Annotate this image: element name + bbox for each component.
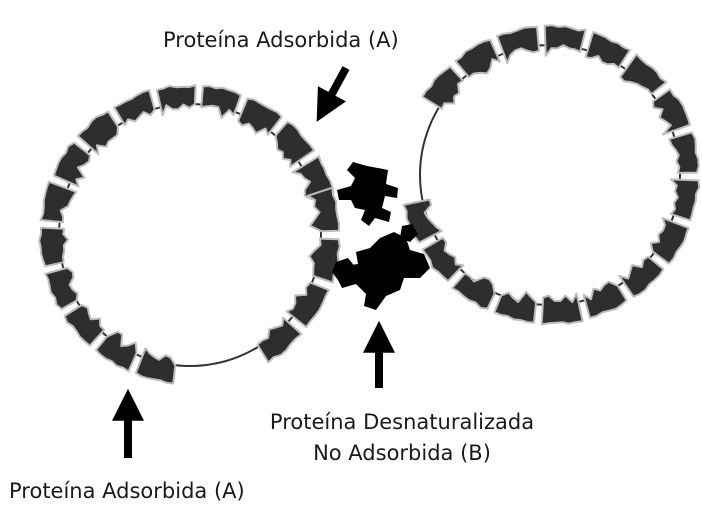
denatured-protein-blob bbox=[337, 162, 398, 226]
adsorbed-protein-blob bbox=[651, 218, 689, 264]
adsorbed-protein-blob bbox=[54, 143, 90, 187]
adsorbed-protein-blob bbox=[96, 332, 137, 372]
adsorbed-protein-blob bbox=[542, 294, 583, 325]
label-adsorbed-bottom: Proteína Adsorbida (A) bbox=[9, 478, 245, 504]
adsorbed-protein-blob bbox=[238, 99, 282, 135]
label-adsorbed-top: Proteína Adsorbida (A) bbox=[163, 27, 399, 53]
adsorbed-protein-blob bbox=[584, 282, 627, 318]
adsorbed-protein-blob bbox=[653, 89, 690, 134]
adsorbed-protein-blob bbox=[423, 238, 464, 281]
adsorbed-protein-blob bbox=[620, 54, 666, 94]
adsorbed-protein-blob bbox=[41, 182, 77, 223]
adsorbed-protein-blob bbox=[78, 112, 118, 155]
adsorbed-protein-blob bbox=[136, 348, 176, 383]
adsorbed-protein-blob bbox=[308, 188, 339, 232]
adsorbed-protein-blob bbox=[671, 179, 699, 220]
adsorbed-protein-blob bbox=[669, 132, 699, 173]
adsorbed-protein-blob bbox=[257, 318, 301, 363]
adsorbed-protein-blob bbox=[452, 273, 494, 309]
adsorbed-protein-blob bbox=[39, 228, 68, 267]
label-denatured-line2: No Adsorbida (B) bbox=[248, 440, 556, 466]
adsorbed-protein-blob bbox=[114, 90, 155, 125]
adsorbed-protein-blob bbox=[619, 257, 663, 297]
adsorbed-protein-blob bbox=[276, 122, 315, 167]
adsorbed-protein-blob bbox=[494, 292, 536, 323]
adsorbed-protein-blob bbox=[497, 27, 539, 63]
denatured-protein-cluster bbox=[332, 162, 430, 310]
adsorbed-protein-blob bbox=[545, 25, 586, 56]
adsorbed-protein-blob bbox=[45, 268, 77, 309]
adsorbed-protein-blob bbox=[586, 32, 630, 68]
label-denatured-line1: Proteína Desnaturalizada bbox=[248, 409, 556, 435]
adsorbed-protein-blob bbox=[65, 305, 105, 346]
adsorbed-protein-blob bbox=[157, 85, 196, 115]
adsorbed-protein-blob bbox=[287, 283, 330, 327]
adsorbed-protein-blob bbox=[456, 40, 500, 78]
adsorbed-protein-blob bbox=[201, 86, 241, 118]
adsorbed-protein-blob bbox=[422, 67, 463, 109]
arrow-adsorbed-top bbox=[322, 68, 346, 112]
